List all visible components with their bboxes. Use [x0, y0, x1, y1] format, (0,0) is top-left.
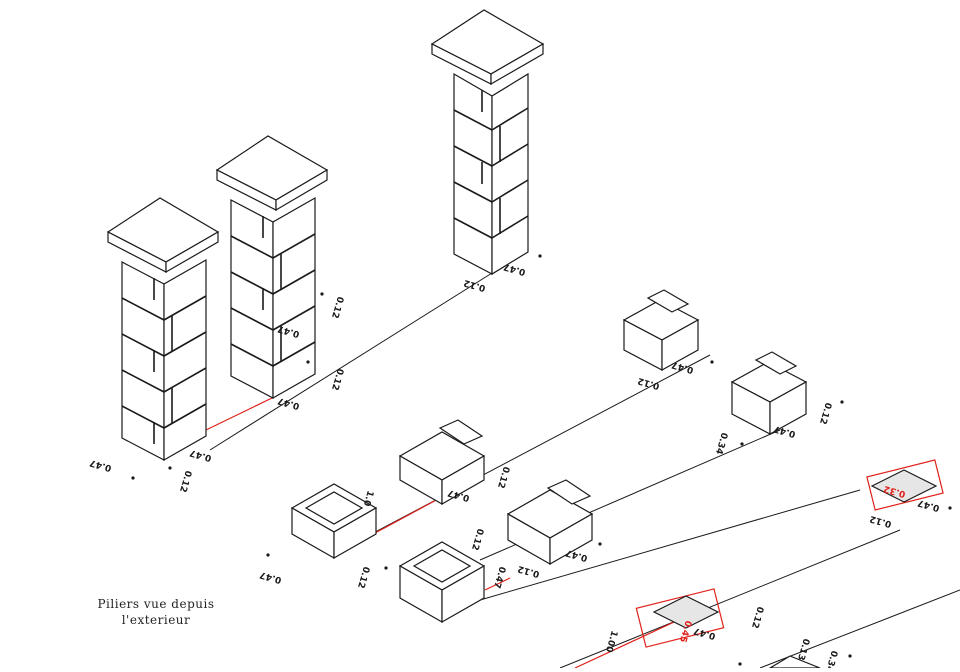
pillar-middle	[215, 135, 329, 400]
block-u-4	[290, 483, 378, 560]
dim-label: 0.12	[469, 527, 485, 551]
block-u-3	[398, 419, 486, 506]
dim-label: 0.12	[177, 469, 193, 493]
dim-label: 1.0	[361, 489, 375, 507]
pillar-shaft-right	[491, 72, 529, 276]
dim-label: 0.12	[355, 565, 371, 589]
dim-label: 0.12	[749, 605, 765, 629]
dim-label: 0.12	[817, 401, 833, 425]
dim-label: 0.47	[917, 497, 941, 513]
construction-line	[759, 589, 960, 669]
construction-lines	[209, 267, 960, 669]
block-u-6	[398, 541, 486, 624]
dim-label: 0.13	[795, 637, 811, 661]
dim-label: 0.12	[637, 375, 661, 391]
pillar-cap-right	[165, 230, 219, 274]
block-u-1	[622, 289, 700, 372]
dim-label: 0.47	[671, 359, 695, 375]
dim-label: 0.47	[277, 395, 301, 411]
caption-line-2: l'exterieur	[121, 613, 191, 627]
pillar-shaft-right	[272, 196, 316, 400]
slab-2	[652, 595, 720, 629]
dim-label: 0.12	[329, 367, 345, 391]
dim-label: 0.12	[495, 465, 511, 489]
dim-label: 0.47	[189, 447, 213, 463]
caption-line-1: Piliers vue depuis	[97, 597, 215, 611]
red-frame	[866, 459, 944, 511]
pillar-cap-right	[490, 42, 544, 86]
dim-label: 0.12	[329, 295, 345, 319]
dimension-ticks	[131, 254, 952, 666]
dim-label: 0.34	[713, 431, 729, 455]
dim-label: 0.12	[517, 563, 541, 579]
pillar-shaft-left	[230, 199, 274, 399]
dim-label: 0.47	[503, 261, 527, 277]
slab-3	[767, 655, 821, 669]
construction-line	[479, 489, 861, 601]
dim-label: 0.47	[259, 569, 283, 585]
pillar-shaft-right	[163, 258, 207, 462]
pillar-cap-right	[275, 168, 328, 212]
construction-line	[209, 267, 501, 451]
red-frame	[635, 588, 725, 648]
dim-label: 0.47	[491, 565, 507, 589]
block-u-5	[506, 479, 594, 566]
red-line	[484, 577, 511, 591]
dim-label: 1.00	[603, 629, 619, 653]
dim-label: 0.47	[89, 457, 113, 473]
slab-1	[870, 469, 938, 503]
red-dimension-labels: 0.32 0.45	[677, 483, 907, 643]
dim-label: 0.47	[693, 625, 717, 641]
pillar-left	[106, 197, 220, 462]
pillar-cap-top	[106, 197, 220, 263]
pillar-back	[430, 9, 545, 276]
block-u-2	[730, 351, 808, 436]
dim-label: 0.34	[823, 649, 839, 668]
pillar-cap-top	[430, 9, 545, 75]
dim-label: 0.12	[463, 277, 487, 293]
drawing-caption: Piliers vue depuis l'exterieur	[66, 596, 246, 628]
pillar-shaft-left	[121, 261, 165, 461]
pillar-shaft-left	[453, 72, 493, 275]
construction-line	[559, 529, 901, 669]
dim-label: 0.12	[869, 513, 893, 529]
